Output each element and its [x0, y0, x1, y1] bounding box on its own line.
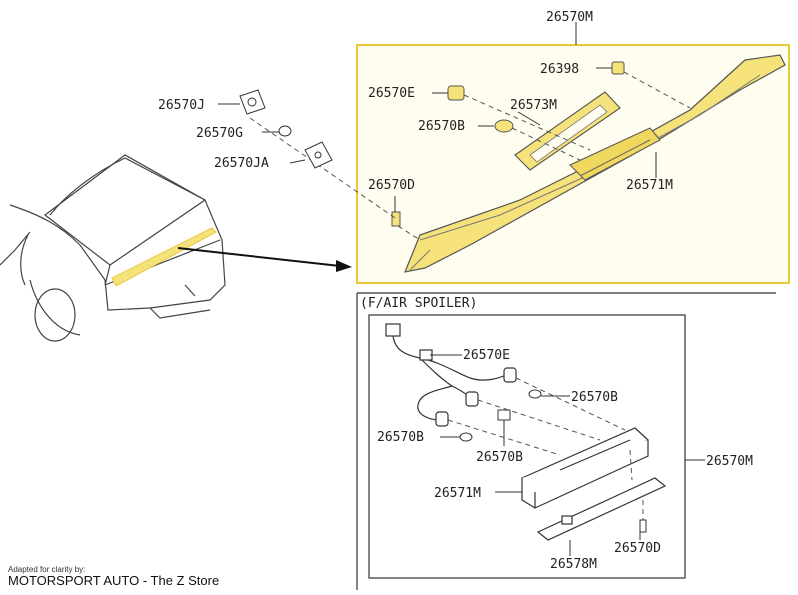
label-26570B-top: 26570B: [418, 119, 465, 134]
credit-store: MOTORSPORT AUTO - The Z Store: [8, 573, 220, 588]
bracket-ja-part: [289, 141, 333, 169]
inset-label-26570B-lower: 26570B: [476, 450, 523, 465]
inset-screw: [639, 519, 647, 533]
car-rear-sketch: [0, 154, 226, 342]
clip-part: [596, 61, 625, 75]
inset-frame: [368, 314, 686, 579]
inset-title: (F/AIR SPOILER): [360, 296, 477, 311]
lamp-housing: [569, 127, 661, 181]
label-26570G: 26570G: [196, 126, 243, 141]
inset-label-26570E: 26570E: [463, 348, 510, 363]
inset-bracket: [536, 477, 667, 541]
grommet-g-part: [262, 125, 292, 137]
car-spoiler-highlight: [111, 227, 217, 287]
inset-label-26570D: 26570D: [614, 541, 661, 556]
label-26570M-top: 26570M: [546, 10, 593, 25]
inset-label-26578M: 26578M: [550, 557, 597, 572]
label-26570J: 26570J: [158, 98, 205, 113]
inset-label-26571M: 26571M: [434, 486, 481, 501]
guide-lines: [249, 71, 691, 241]
label-26398: 26398: [540, 62, 579, 77]
screw-part: [391, 196, 401, 227]
inset-lamp-assembly: [520, 427, 650, 509]
pointer-arrow: [177, 247, 352, 272]
bulb-part: [478, 119, 514, 133]
socket-part: [432, 85, 465, 101]
bracket-j-part: [218, 89, 266, 115]
wire-harness: [385, 323, 517, 427]
label-26573M: 26573M: [510, 98, 557, 113]
inset-label-26570M: 26570M: [706, 454, 753, 469]
inset-label-26570B-left: 26570B: [377, 430, 424, 445]
label-26570E-top: 26570E: [368, 86, 415, 101]
inset-bulbs: [459, 389, 542, 442]
label-26571M-top: 26571M: [626, 178, 673, 193]
inset-label-26570B-right: 26570B: [571, 390, 618, 405]
credit-adapted: Adapted for clarity by:: [8, 565, 86, 574]
label-26570D-top: 26570D: [368, 178, 415, 193]
label-26570JA: 26570JA: [214, 156, 269, 171]
